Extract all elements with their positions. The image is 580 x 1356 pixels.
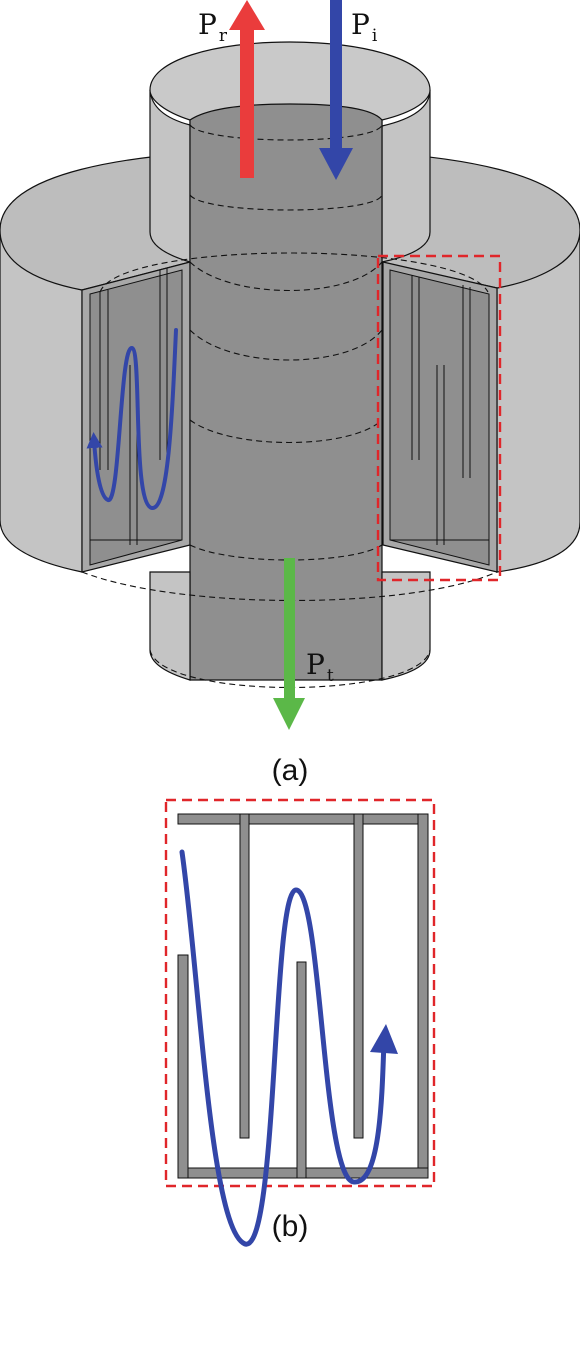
right-cavity-section xyxy=(382,261,498,573)
transmitted-power-arrow xyxy=(273,558,305,730)
cavity-wave-arrowhead xyxy=(370,1024,398,1054)
cavity-wave-path-3d xyxy=(86,328,178,510)
cavity-vanes xyxy=(177,813,429,1179)
panel-b-caption: (b) xyxy=(272,1210,309,1243)
reflected-power-arrow xyxy=(229,0,265,178)
lower-tube-right-wall xyxy=(381,571,431,681)
inner-bore xyxy=(189,103,383,681)
cavity-highlight-box xyxy=(376,254,502,582)
incident-power-arrow xyxy=(319,0,353,180)
lower-tube-left-wall xyxy=(149,571,191,681)
panel-b-cross-section: (b) xyxy=(164,798,436,1247)
panel-a-caption: (a) xyxy=(272,754,309,787)
cavity-wave-path-2d xyxy=(179,849,387,1247)
panel-b-highlight-box xyxy=(164,798,436,1188)
